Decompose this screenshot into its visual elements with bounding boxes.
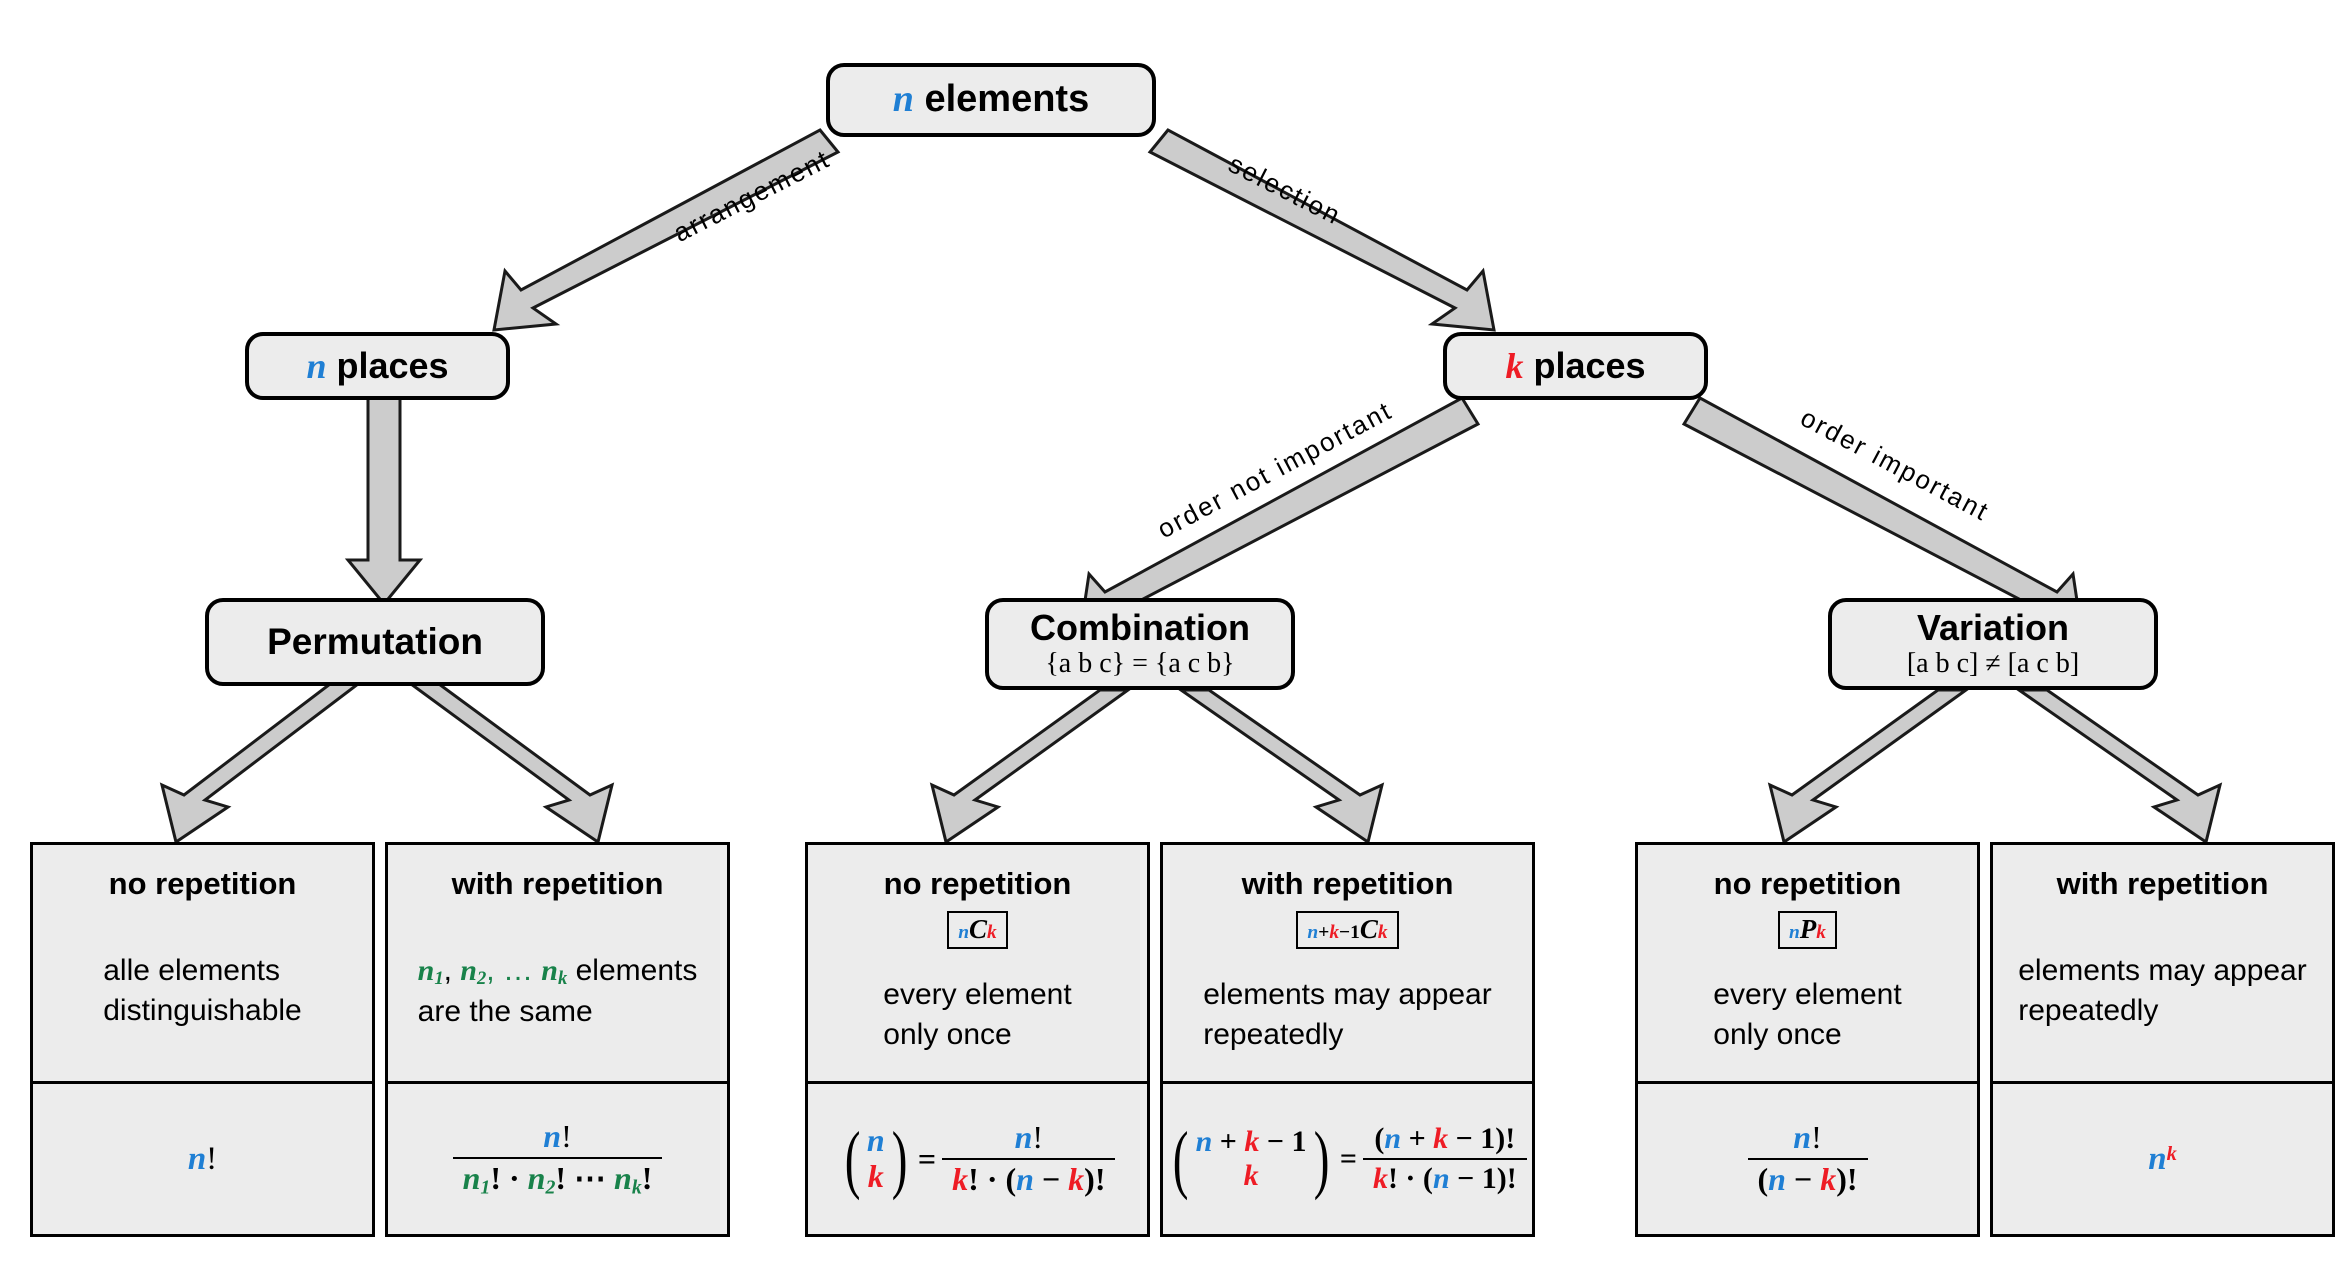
leaf-description-line2: are the same (417, 994, 593, 1028)
symbol-n: n (892, 78, 914, 121)
formula-n-power-k: nk (2148, 1140, 2177, 1177)
leaf-divider (33, 1081, 372, 1084)
leaf-upper: no repetition nPk every element only onc… (1638, 845, 1977, 1081)
leaf-head: no repetition (883, 866, 1072, 901)
arrow-arrangement (492, 128, 841, 332)
formula-multiset-combination: ( n + k − 1 k ) = (n + k − 1)! k! · (n −… (1168, 1121, 1527, 1196)
leaf-description-line1: every element (883, 978, 1072, 1012)
leaf-description-line1: elements may appear (1203, 978, 1492, 1012)
leaf-divider (808, 1081, 1147, 1084)
leaf-combination-no-repetition[interactable]: no repetition nCk every element only onc… (805, 842, 1150, 1237)
leaf-description-line2: repeatedly (1203, 1018, 1344, 1052)
formula-falling-factorial: n! (n − k)! (1747, 1119, 1868, 1198)
leaf-divider (1163, 1081, 1532, 1084)
symbol-n-sub-k: nk (541, 953, 568, 990)
arrow-combination-to-no-repetition (929, 688, 1133, 845)
leaf-formula: n! (n − k)! (1638, 1084, 1977, 1234)
formula-binomial-nk: ( n k ) = n! k! · (n − k)! (840, 1119, 1116, 1198)
leaf-description: alle elements distinguishable (95, 951, 309, 1030)
leaf-formula: n! (33, 1084, 372, 1234)
symbol-n: n (306, 345, 327, 386)
symbol-factorial: ! (206, 1140, 218, 1177)
leaf-upper: with repetition elements may appear repe… (1993, 845, 2332, 1081)
node-variation-title: Variation (1916, 606, 2070, 648)
node-n-places-label: n places (306, 344, 449, 386)
leaf-upper: no repetition nCk every element only onc… (808, 845, 1147, 1081)
leaf-head: with repetition (2056, 866, 2269, 901)
leaf-description: every element only once (1705, 975, 1909, 1054)
leaf-description-line1: n1, n2, … nk elements (417, 953, 698, 990)
node-n-places[interactable]: n places (245, 332, 510, 400)
node-k-places[interactable]: k places (1443, 332, 1708, 400)
formula-n-factorial: n! (188, 1141, 217, 1178)
leaf-head: with repetition (451, 866, 664, 901)
leaf-upper: no repetition alle elements distinguisha… (33, 845, 372, 1081)
notation-nPk: nPk (1777, 911, 1838, 950)
leaf-formula: n! n1! · n2! ⋯ nk! (388, 1084, 727, 1234)
arrow-n-places-to-permutation (344, 393, 424, 607)
node-combination-title: Combination (1030, 606, 1250, 648)
leaf-head: no repetition (108, 866, 297, 901)
leaf-description-line1: elements may appear (2018, 954, 2307, 988)
leaf-divider (1638, 1081, 1977, 1084)
leaf-variation-no-repetition[interactable]: no repetition nPk every element only onc… (1635, 842, 1980, 1237)
arrow-variation-to-no-repetition (1767, 688, 1971, 845)
leaf-description-line2: repeatedly (2018, 994, 2159, 1028)
leaf-combination-with-repetition[interactable]: with repetition n+k−1Ck elements may app… (1160, 842, 1535, 1237)
node-k-places-text: places (1533, 344, 1646, 386)
leaf-description: elements may appear repeatedly (2010, 951, 2315, 1030)
leaf-permutation-with-repetition[interactable]: with repetition n1, n2, … nk elements ar… (385, 842, 730, 1237)
leaf-description: every element only once (875, 975, 1079, 1054)
leaf-head: with repetition (1241, 866, 1454, 901)
leaf-upper: with repetition n+k−1Ck elements may app… (1163, 845, 1532, 1081)
node-permutation-title: Permutation (267, 620, 483, 662)
notation-n-plus-k-minus-1-C-k: n+k−1Ck (1296, 911, 1399, 950)
leaf-divider (388, 1081, 727, 1084)
node-n-elements-text: elements (924, 78, 1090, 121)
symbol-n-sub-2: n2 (460, 953, 487, 990)
node-n-elements-label: n elements (892, 78, 1090, 121)
arrow-combination-to-with-repetition (1176, 688, 1385, 845)
node-k-places-label: k places (1505, 344, 1646, 386)
leaf-description-line1: every element (1713, 978, 1902, 1012)
arrow-permutation-to-no-repetition (159, 682, 363, 845)
symbol-n: n (187, 1140, 207, 1177)
node-combination-subtitle: {a b c} = {a c b} (1045, 647, 1235, 679)
leaf-head: no repetition (1713, 866, 1902, 901)
leaf-description-line2: only once (883, 1018, 1012, 1052)
arrow-variation-to-with-repetition (2014, 688, 2223, 845)
leaf-variation-with-repetition[interactable]: with repetition elements may appear repe… (1990, 842, 2335, 1237)
symbol-n-sub-1: n1 (417, 953, 444, 990)
leaf-description-line2: distinguishable (103, 994, 302, 1028)
node-n-elements[interactable]: n elements (826, 63, 1156, 137)
formula-multiset-permutation: n! n1! · n2! ⋯ nk! (452, 1118, 663, 1198)
leaf-divider (1993, 1081, 2332, 1084)
leaf-formula: ( n k ) = n! k! · (n − k)! (808, 1084, 1147, 1234)
leaf-formula: nk (1993, 1084, 2332, 1234)
leaf-formula: ( n + k − 1 k ) = (n + k − 1)! k! · (n −… (1163, 1084, 1532, 1234)
notation-nCk: nCk (947, 911, 1008, 950)
leaf-description: n1, n2, … nk elements are the same (410, 951, 706, 1031)
leaf-description-line1: alle elements (103, 954, 281, 988)
leaf-permutation-no-repetition[interactable]: no repetition alle elements distinguisha… (30, 842, 375, 1237)
node-combination[interactable]: Combination {a b c} = {a c b} (985, 598, 1295, 690)
node-permutation[interactable]: Permutation (205, 598, 545, 686)
leaf-upper: with repetition n1, n2, … nk elements ar… (388, 845, 727, 1081)
arrow-selection (1147, 128, 1496, 332)
leaf-description: elements may appear repeatedly (1195, 975, 1500, 1054)
arrow-permutation-to-with-repetition (406, 682, 615, 845)
node-variation-subtitle: [a b c] ≠ [a c b] (1906, 647, 2080, 679)
node-n-places-text: places (336, 344, 449, 386)
node-variation[interactable]: Variation [a b c] ≠ [a c b] (1828, 598, 2158, 690)
symbol-k: k (1505, 345, 1524, 386)
leaf-description-line2: only once (1713, 1018, 1842, 1052)
